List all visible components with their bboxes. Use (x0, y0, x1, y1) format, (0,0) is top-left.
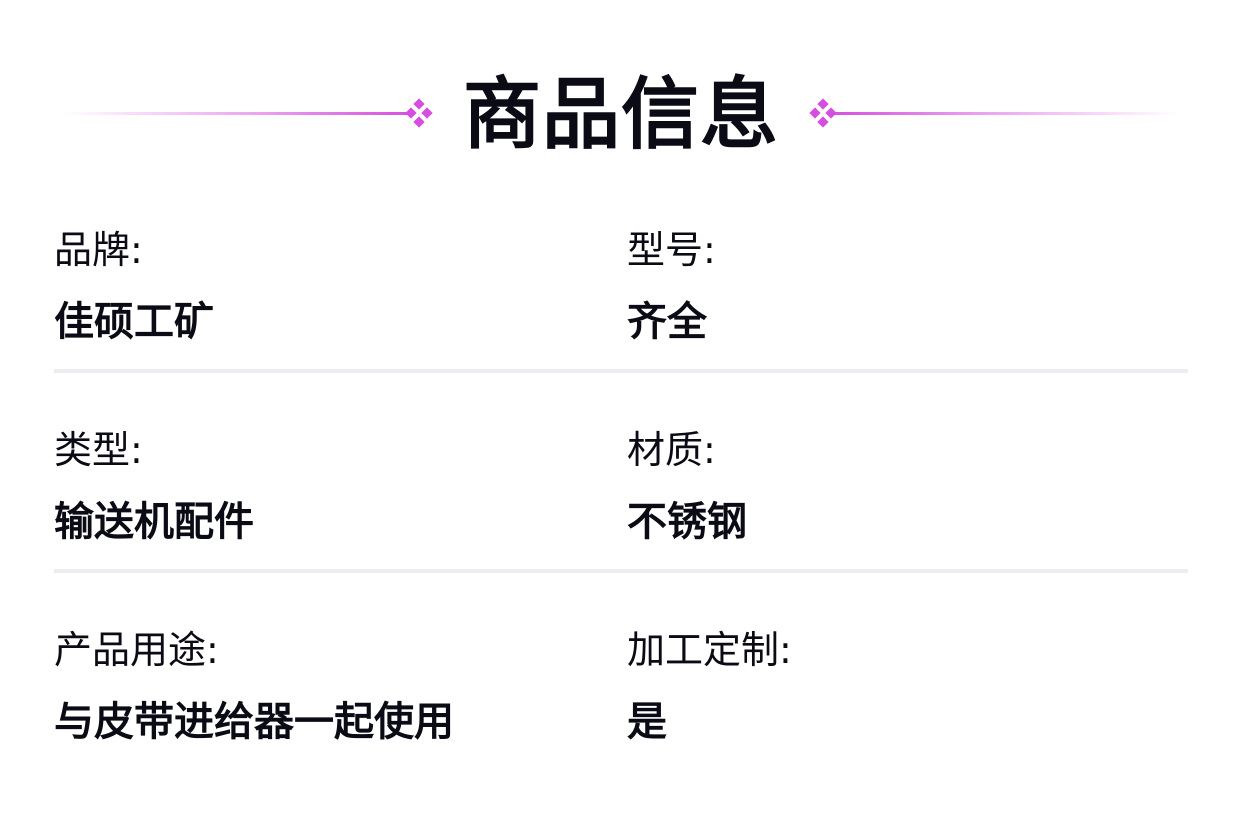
spec-label: 品牌: (54, 228, 143, 272)
spec-cell-material: 材质: 不锈钢 (627, 426, 1167, 547)
spec-value: 是 (627, 699, 667, 745)
spec-value: 输送机配件 (54, 499, 254, 545)
spec-row: 产品用途: 与皮带进给器一起使用 加工定制: 是 (54, 600, 1188, 800)
spec-row: 品牌: 佳硕工矿 型号: 齐全 (54, 200, 1188, 400)
decorative-line-right (830, 112, 1180, 115)
spec-cell-type: 类型: 输送机配件 (54, 426, 594, 547)
spec-cell-brand: 品牌: 佳硕工矿 (54, 226, 594, 347)
spec-label: 材质: (627, 428, 716, 472)
spec-value: 与皮带进给器一起使用 (54, 699, 454, 745)
decorative-line-left (62, 112, 412, 115)
row-divider (54, 369, 1188, 373)
spec-label: 产品用途: (54, 628, 219, 672)
spec-value: 不锈钢 (627, 499, 747, 545)
spec-cell-model: 型号: 齐全 (627, 226, 1167, 347)
diamond-cluster-icon (809, 98, 837, 128)
page-title: 商品信息 (462, 70, 779, 160)
spec-cell-customization: 加工定制: 是 (627, 626, 1167, 747)
section-header: 商品信息 (0, 60, 1242, 170)
spec-value: 齐全 (627, 299, 707, 345)
spec-label: 型号: (627, 228, 716, 272)
spec-label: 类型: (54, 428, 143, 472)
spec-row: 类型: 输送机配件 材质: 不锈钢 (54, 400, 1188, 600)
diamond-cluster-icon (405, 98, 433, 128)
row-divider (54, 569, 1188, 573)
spec-value: 佳硕工矿 (54, 299, 214, 345)
spec-label: 加工定制: (627, 628, 792, 672)
spec-cell-usage: 产品用途: 与皮带进给器一起使用 (54, 626, 594, 747)
spec-table: 品牌: 佳硕工矿 型号: 齐全 类型: 输送机配件 材质: 不锈钢 产品用途: … (54, 200, 1188, 800)
